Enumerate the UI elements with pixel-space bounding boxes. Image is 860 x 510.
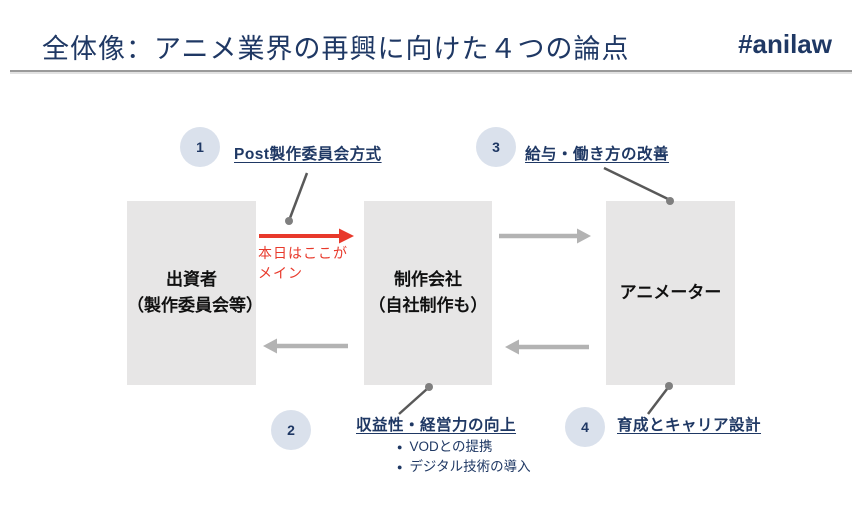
box-animator-line1: アニメーター <box>619 283 722 302</box>
main-focus-note: 本日はここが メイン <box>258 243 348 283</box>
bullet-text: VODとの提携 <box>409 439 493 454</box>
box-studio-line2: （自社制作も） <box>368 296 488 315</box>
list-item: ● VODとの提携 <box>397 438 531 456</box>
title-divider <box>10 70 852 74</box>
point-2-badge: 2 <box>271 410 311 450</box>
page-title: 全体像：アニメ業界の再興に向けた４つの論点 <box>42 34 630 64</box>
point-1-number: 1 <box>196 139 204 155</box>
gray-arrow-left-2-head <box>505 339 519 355</box>
connector-line-4 <box>647 388 668 415</box>
hashtag-label: #anilaw <box>738 29 832 59</box>
gray-arrow-right <box>499 228 591 244</box>
connector-line-1 <box>288 172 309 219</box>
box-investors-line2: （製作委員会等） <box>127 296 263 315</box>
box-investors-line1: 出資者 <box>166 270 217 289</box>
connector-line-3 <box>603 166 669 201</box>
box-investors: 出資者 （製作委員会等） <box>127 201 263 385</box>
bullet-icon: ● <box>397 462 403 472</box>
box-studio-line1: 制作会社 <box>394 270 462 289</box>
bullet-icon: ● <box>397 442 403 452</box>
main-focus-note-line1: 本日はここが <box>258 245 348 261</box>
point-3-label: 給与・働き方の改善 <box>525 146 670 163</box>
point-3-badge: 3 <box>476 127 516 167</box>
gray-arrow-left-1 <box>263 338 348 354</box>
red-arrow <box>259 228 354 244</box>
point-2-bullet-list: ● VODとの提携 ● デジタル技術の導入 <box>397 438 531 478</box>
point-2-number: 2 <box>287 422 295 438</box>
gray-arrow-right-head <box>577 228 591 244</box>
gray-arrow-left-2 <box>505 339 589 355</box>
box-animator: アニメーター <box>606 201 735 385</box>
connector-dot-1 <box>285 217 293 225</box>
box-studio: 制作会社 （自社制作も） <box>364 201 492 385</box>
point-4-badge: 4 <box>565 407 605 447</box>
point-1-badge: 1 <box>180 127 220 167</box>
point-4-label: 育成とキャリア設計 <box>617 417 762 434</box>
main-focus-note-line2: メイン <box>258 265 303 281</box>
point-2-label: 収益性・経営力の向上 <box>356 417 517 434</box>
point-4-number: 4 <box>581 419 589 435</box>
point-1-label: Post製作委員会方式 <box>234 146 382 163</box>
bullet-text: デジタル技術の導入 <box>409 459 531 474</box>
point-3-number: 3 <box>492 139 500 155</box>
connector-line-2 <box>398 388 428 415</box>
red-arrow-head <box>339 228 354 244</box>
gray-arrow-left-1-head <box>263 338 277 354</box>
list-item: ● デジタル技術の導入 <box>397 458 531 476</box>
